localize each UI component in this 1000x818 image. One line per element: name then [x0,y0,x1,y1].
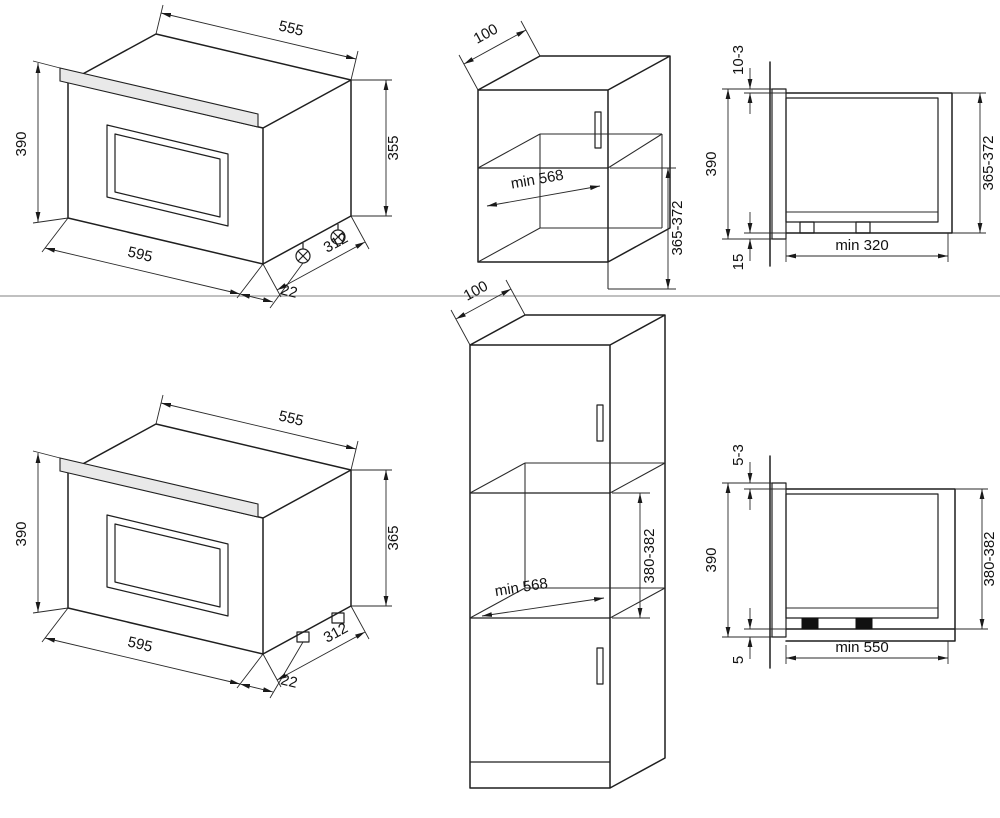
cabinet-outline [469,314,666,789]
dim-label-top-width: 555 [277,407,305,429]
oven-door-section [771,88,787,240]
dim-line-niche-width [486,185,601,207]
dim-label-top-width: 555 [277,17,305,39]
door-window [106,124,229,227]
extension-lines [722,88,986,262]
dim-label-min-depth: min 550 [835,639,888,656]
dim-label-niche-height: 365-372 [669,200,686,255]
lower-door-handle [596,647,604,685]
dim-line-foot-offset [239,293,274,303]
dim-label-top-depth: 100 [461,278,491,305]
dim-label-foot-offset: 22 [279,281,299,301]
dim-line-bottom-width [44,247,241,295]
dim-label-side-height: 365 [385,525,402,550]
dim-label-front-height: 390 [703,151,720,176]
bottom-right-section-view: 390 5-3 5 380-382 min 550 [703,444,998,669]
dim-line-top-depth [463,29,527,65]
cabinet-outline [477,55,671,263]
oven-foot-black [855,617,873,630]
dim-line-side-depth [276,631,366,681]
extension-lines [722,482,988,664]
oven-body-section [785,97,939,223]
oven-foot-black [801,617,819,630]
top-right-section-view: 390 10-3 15 365-372 min 320 [703,45,997,270]
upper-door-handle [596,404,604,442]
dim-line-foot-offset [239,683,274,693]
top-left-oven-isometric: 555 390 355 595 312 22 [13,4,402,309]
dim-label-niche-height: 380-382 [641,528,658,583]
foot-block [296,631,310,643]
dim-label-niche-height: 380-382 [981,531,998,586]
dim-label-foot-offset: 22 [279,671,299,691]
dim-label-bottom-gap: 15 [730,254,747,271]
top-middle-cabinet-isometric: 100 min 568 365-372 [458,20,686,290]
dim-label-front-height: 390 [13,131,30,156]
dim-label-front-height: 390 [703,547,720,572]
door-handle [59,457,259,518]
dim-label-bottom-width: 595 [126,633,154,655]
niche-interior-lines [477,133,663,289]
extension-lines [458,20,676,290]
dim-label-top-gap: 5-3 [730,444,747,466]
dim-label-niche-width: min 568 [494,575,549,600]
dim-label-bottom-width: 595 [126,243,154,265]
oven-door-section [771,482,787,638]
oven-feet-section [799,221,871,234]
extension-lines [32,394,392,699]
door-window [106,514,229,617]
dim-line-top-depth [455,288,512,320]
extension-lines [32,4,392,309]
cabinet-front-dividers [470,492,610,763]
dim-line-niche-width [481,597,605,617]
bottom-middle-tall-cabinet-isometric: 100 min 568 380-382 [450,278,666,789]
dim-label-min-depth: min 320 [835,237,888,254]
oven-body-section [785,493,939,619]
door-handle [59,67,259,128]
dim-label-side-height: 355 [385,135,402,160]
dim-line-top-width [160,12,357,60]
dim-label-front-height: 390 [13,521,30,546]
niche-section-outline [769,455,956,669]
dim-line-side-depth [276,241,366,291]
extension-lines [450,279,650,619]
dim-line-bottom-width [44,637,241,685]
dim-label-niche-height: 365-372 [980,135,997,190]
dim-label-niche-width: min 568 [509,167,565,193]
foot-block [331,612,345,624]
bottom-left-oven-isometric: 555 390 365 595 312 22 [13,394,402,699]
niche-section-outline [769,61,953,267]
dim-label-top-depth: 100 [471,21,501,48]
dim-line-top-width [160,402,357,450]
dim-label-top-gap: 10-3 [730,45,747,75]
cabinet-door-handle [594,111,602,149]
dim-label-bottom-gap: 5 [730,656,747,664]
